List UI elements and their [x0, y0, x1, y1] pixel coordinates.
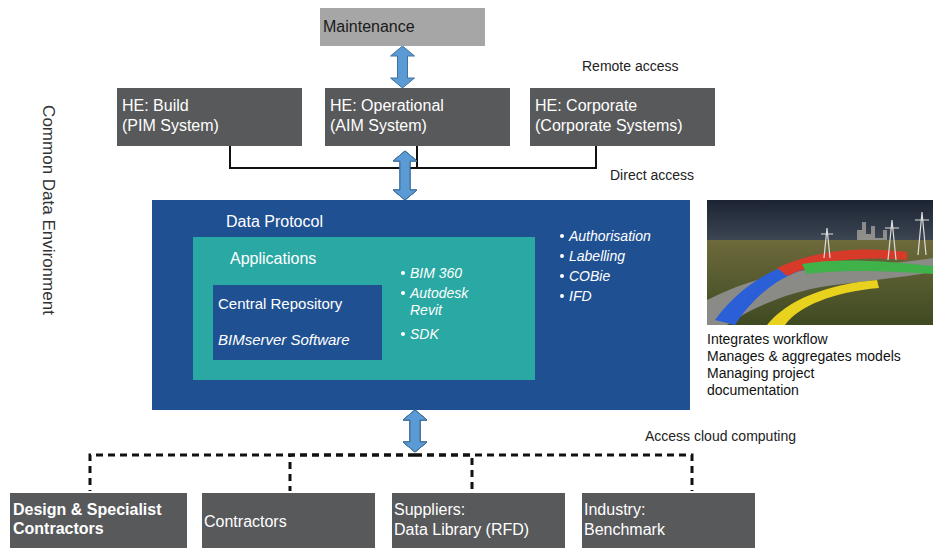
bullet-text: BIM 360 [410, 265, 462, 282]
party-box: Suppliers:Data Library (RFD) [392, 493, 565, 548]
box-text: HE: Build [122, 96, 189, 115]
bus-line [405, 146, 596, 168]
bullet-text: IFD [569, 288, 592, 305]
data-protocol-panel: Data ProtocolAuthorisationLabellingCOBie… [152, 200, 690, 410]
bullet-dot [560, 254, 564, 258]
dashed-bus [415, 455, 692, 491]
block-arrow [391, 46, 415, 88]
connector [393, 146, 596, 200]
box-text: Maintenance [323, 17, 415, 36]
maintenance-box: Maintenance [320, 8, 485, 46]
block-arrow [403, 410, 427, 452]
dashed-bus [90, 455, 415, 491]
system-box: HE: Operational(AIM System) [325, 88, 510, 146]
bullet-text: COBie [569, 268, 610, 285]
block-arrow [403, 410, 427, 452]
connector [391, 46, 415, 88]
image-caption: Manages & aggregates models [707, 348, 901, 365]
box-text: (AIM System) [330, 116, 427, 135]
system-box: HE: Corporate(Corporate Systems) [530, 88, 715, 146]
box-text: Contractors [204, 512, 287, 531]
highway-illustration [707, 200, 933, 325]
connector [90, 410, 427, 491]
city-skyline [857, 222, 887, 242]
road-base [707, 258, 933, 325]
box-text: Central Repository [218, 295, 342, 313]
applications-panel: ApplicationsBIM 360Autodesk RevitSDK Cent… [193, 237, 535, 380]
green-ramp [802, 260, 933, 274]
box-text: HE: Corporate [535, 96, 637, 115]
box-text: (Corporate Systems) [535, 116, 683, 135]
block-arrow [393, 151, 417, 200]
block-arrow [393, 151, 417, 200]
box-text: Suppliers: [394, 500, 465, 519]
bullet-dot [401, 271, 405, 275]
box-text: BIMserver Software [218, 331, 350, 349]
box-text: HE: Operational [330, 96, 444, 115]
bullet-dot [560, 294, 564, 298]
block-arrow [403, 410, 427, 452]
dashed-bus [290, 455, 415, 491]
block-arrow [393, 151, 417, 200]
block-arrow [403, 410, 427, 452]
bullet-dot [401, 291, 405, 295]
box-text: Benchmark [584, 520, 665, 539]
pylon [821, 212, 929, 260]
bullet-text: Autodesk Revit [410, 285, 488, 319]
access-label: Direct access [610, 167, 694, 184]
sky [707, 200, 933, 325]
box-text: (PIM System) [122, 116, 219, 135]
party-box: Design & Specialist Contractors [10, 493, 187, 548]
access-label: Remote access [582, 58, 678, 75]
connector [393, 146, 417, 200]
ground [707, 240, 933, 325]
yellow-ramp [767, 280, 879, 325]
bullet-dot [560, 274, 564, 278]
box-text: Data Library (RFD) [394, 520, 529, 539]
bullet-dot [401, 332, 405, 336]
box-text: Industry: [584, 500, 645, 519]
party-box: Industry:Benchmark [582, 493, 755, 548]
connector [403, 410, 472, 491]
access-label: Access cloud computing [645, 428, 796, 445]
box-text: Design & Specialist Contractors [13, 500, 181, 538]
party-box: Contractors [202, 493, 375, 548]
bullet-text: SDK [410, 326, 439, 343]
box-text: Applications [230, 249, 316, 268]
system-box: HE: Build(PIM System) [117, 88, 302, 146]
bullet-text: Authorisation [569, 228, 651, 245]
bus-line [230, 146, 405, 168]
image-caption: Integrates workflow [707, 331, 828, 348]
dashed-bus [415, 455, 472, 491]
repository-box: Central RepositoryBIMserver Software [213, 285, 382, 360]
image-caption: Managing project documentation [707, 365, 907, 399]
bullet-dot [560, 234, 564, 238]
side-title: Common Data Environment [38, 105, 58, 315]
connector [230, 146, 417, 200]
connector [290, 410, 427, 491]
box-text: Data Protocol [226, 212, 323, 231]
bullet-text: Labelling [569, 248, 625, 265]
connector [403, 410, 692, 491]
